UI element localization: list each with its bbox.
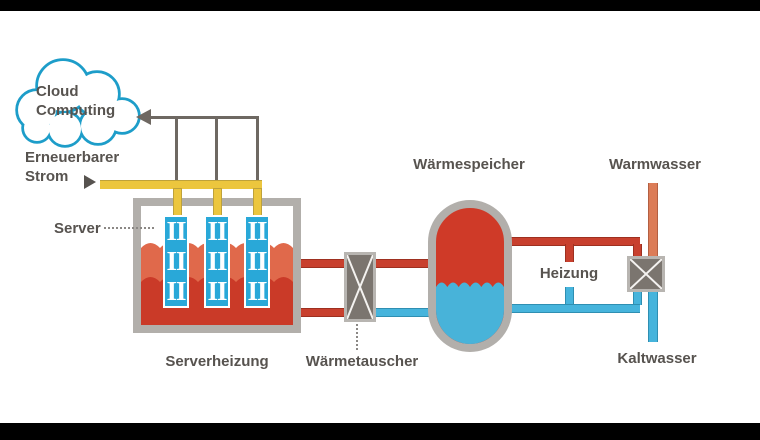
top-letterbox-bar: [0, 0, 760, 11]
x-cross-icon: [347, 255, 373, 319]
power-line-drop-1: [173, 188, 182, 218]
label-heizung: Heizung: [539, 265, 599, 282]
server-unit-1: II II II: [163, 215, 189, 308]
strom-arrow-icon: [84, 175, 96, 189]
server-unit-glyph: II: [207, 276, 227, 306]
pipe-cold-return: [358, 308, 436, 317]
label-serverheizung: Serverheizung: [165, 353, 269, 370]
server-unit-3: II II II: [244, 215, 270, 308]
cold-water-pipe: [648, 290, 658, 342]
server-unit-glyph: II: [166, 276, 186, 306]
pipe-cold-corner: [633, 290, 642, 305]
power-line-bus: [100, 180, 262, 189]
server-label: Server: [54, 220, 101, 237]
data-line-drop-3: [256, 116, 259, 181]
label-waermetauscher: Wärmetauscher: [305, 353, 419, 370]
cloud-label-line2: Computing: [36, 102, 116, 119]
server-unit-2: II II II: [204, 215, 230, 308]
heat-exchanger-left: [344, 252, 376, 322]
cloud-shape: [15, 58, 141, 148]
pipe-cold-distribution-return: [504, 304, 640, 313]
exchanger-pointer-line: [356, 324, 358, 350]
power-line-drop-2: [213, 188, 222, 218]
cloud-label-line1: Cloud: [36, 83, 79, 100]
bottom-letterbox-bar: [0, 423, 760, 440]
heating-supply-stub: [565, 244, 574, 262]
server-unit-glyph: II: [207, 216, 227, 246]
server-unit-glyph: II: [247, 276, 267, 306]
server-unit-glyph: II: [247, 216, 267, 246]
storage-water-waves: [436, 282, 504, 344]
server-unit-glyph: II: [166, 246, 186, 276]
renewable-label-line1: Erneuerbarer: [25, 149, 120, 166]
renewable-power-label: Erneuerbarer Strom: [25, 148, 119, 186]
server-unit-glyph: II: [207, 246, 227, 276]
data-line-drop-2: [215, 119, 218, 181]
label-warmwasser: Warmwasser: [609, 156, 701, 173]
data-line-drop-1: [175, 119, 178, 181]
x-cross-icon: [630, 259, 662, 289]
data-line-bus: [150, 116, 259, 119]
pipe-hot-corner: [633, 244, 642, 258]
label-kaltwasser: Kaltwasser: [617, 350, 697, 367]
heat-exchanger-right: [627, 256, 665, 292]
warm-water-pipe: [648, 183, 658, 258]
label-waermespeicher: Wärmespeicher: [413, 156, 525, 173]
cloud-label: Cloud Computing: [36, 82, 115, 120]
renewable-label-line2: Strom: [25, 168, 69, 185]
heat-storage-vessel: [428, 200, 512, 352]
power-line-drop-3: [253, 188, 262, 218]
server-pointer-line: [104, 227, 154, 229]
pipe-hot-return: [297, 308, 362, 317]
heating-return-stub: [565, 287, 574, 304]
server-unit-glyph: II: [166, 216, 186, 246]
server-unit-glyph: II: [247, 246, 267, 276]
cloud-arrow-icon: [136, 109, 151, 125]
